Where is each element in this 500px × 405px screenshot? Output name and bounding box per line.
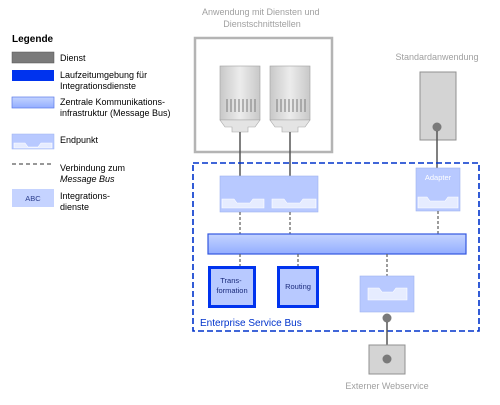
external-port [382, 313, 392, 323]
legend-infrastructure-label: Zentrale Kommunikations- infrastruktur (… [60, 97, 171, 118]
routing-service: Routing [277, 266, 319, 308]
legend-integration-swatch [12, 189, 54, 207]
service-2 [269, 65, 311, 133]
transformation-service: Trans- formation [208, 266, 256, 308]
external-endpoint [359, 275, 415, 313]
legend-endpoint-icon [11, 133, 55, 150]
legend-title: Legende [12, 34, 54, 45]
legend-endpoint-label: Endpunkt [60, 135, 99, 145]
legend-runtime-swatch [12, 70, 54, 81]
application-box [193, 36, 334, 154]
service-1 [219, 65, 261, 133]
legend-integration-label: Integrations- dienste [60, 191, 113, 212]
standard-app-port [432, 122, 442, 132]
legend: Legende Dienst Laufzeitumgebung für Inte… [11, 34, 171, 212]
message-bus [207, 233, 467, 255]
legend-service-label: Dienst [60, 53, 86, 63]
external-webservice-port [382, 354, 392, 364]
esb-boundary [192, 162, 480, 332]
standard-app-label: Standardanwendung [395, 52, 478, 62]
legend-service-swatch [11, 51, 55, 64]
legend-abc-text: ABC [25, 194, 41, 203]
transformation-label: Trans- formation [216, 276, 247, 295]
adapter-label: Adapter [425, 173, 452, 182]
esb-label: Enterprise Service Bus [200, 318, 302, 329]
legend-infrastructure-swatch [11, 96, 55, 109]
adapter: Adapter [415, 167, 461, 212]
routing-label: Routing [285, 282, 311, 291]
application-endpoints [219, 175, 319, 213]
legend-runtime-label: Laufzeitumgebung für Integrationsdienste [60, 70, 150, 91]
app-label: Anwendung mit Diensten und Dienstschnitt… [202, 7, 322, 29]
external-webservice-label: Externer Webservice [345, 381, 428, 391]
legend-connection-label: Verbindung zum Message Bus [60, 163, 128, 184]
